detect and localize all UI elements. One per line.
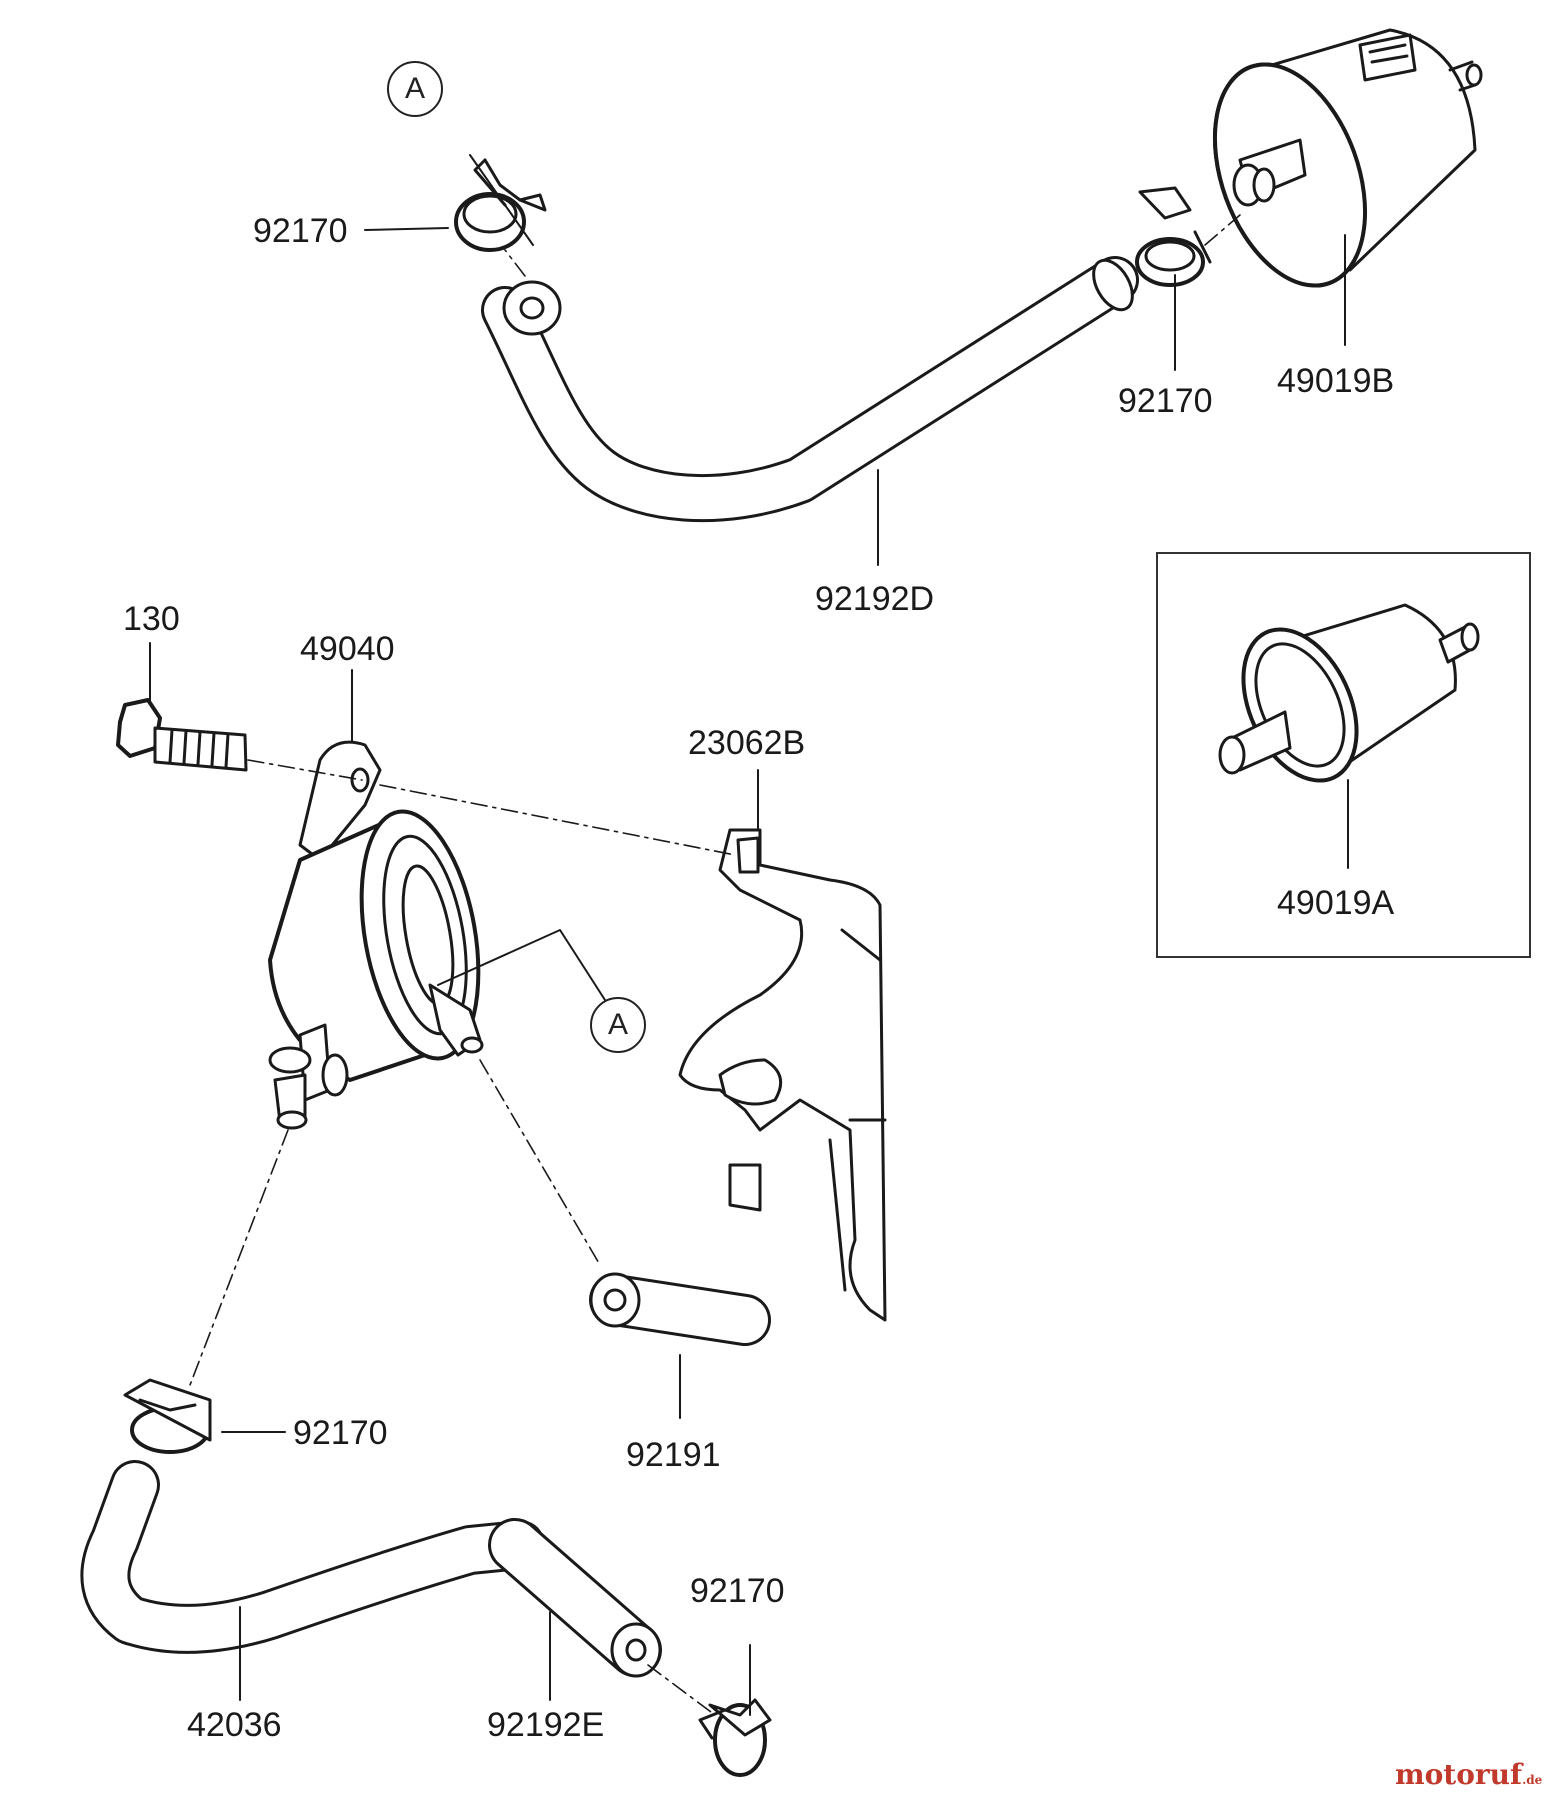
label-hose-short: 92191	[626, 1436, 721, 1474]
label-clamp-bottom-right: 92170	[690, 1572, 785, 1610]
clamp-92170-bottom-right	[698, 1698, 772, 1777]
fuel-pump-49040	[268, 740, 484, 1130]
bracket-23062b	[678, 828, 887, 1322]
fuel-filter-49019a	[1218, 603, 1480, 783]
label-clamp-top-left: 92170	[253, 212, 348, 250]
hose-42036	[80, 1460, 545, 1654]
label-bracket: 23062B	[688, 724, 806, 762]
assembly-lines	[189, 214, 1241, 1716]
label-hose-bottom-short: 92192E	[487, 1706, 605, 1744]
label-filter-top: 49019B	[1277, 362, 1395, 400]
label-clamp-top-right: 92170	[1118, 382, 1213, 420]
clamp-92170-bottom-left	[123, 1378, 212, 1454]
reference-mark-a-top: A	[387, 61, 443, 117]
label-pump: 49040	[300, 630, 395, 668]
hose-92192d	[481, 256, 1139, 523]
label-bolt: 130	[123, 600, 180, 638]
label-hose-top: 92192D	[815, 580, 935, 618]
leader-lines	[149, 154, 1349, 1716]
alternate-filter-inset	[1156, 552, 1531, 958]
label-clamp-bottom-left: 92170	[293, 1414, 388, 1452]
label-filter-inset: 49019A	[1277, 884, 1395, 922]
bolt-130	[116, 698, 248, 772]
reference-mark-a-pump: A	[590, 997, 646, 1053]
clamp-92170-top-right	[1135, 186, 1212, 287]
clamp-92170-top-left	[454, 158, 547, 252]
hose-92192e	[488, 1518, 662, 1678]
watermark-logo: motoruf.de	[1395, 1758, 1543, 1791]
fuel-filter-49019b	[1212, 28, 1483, 288]
label-hose-bottom-long: 42036	[187, 1706, 282, 1744]
hose-92191	[589, 1272, 771, 1346]
